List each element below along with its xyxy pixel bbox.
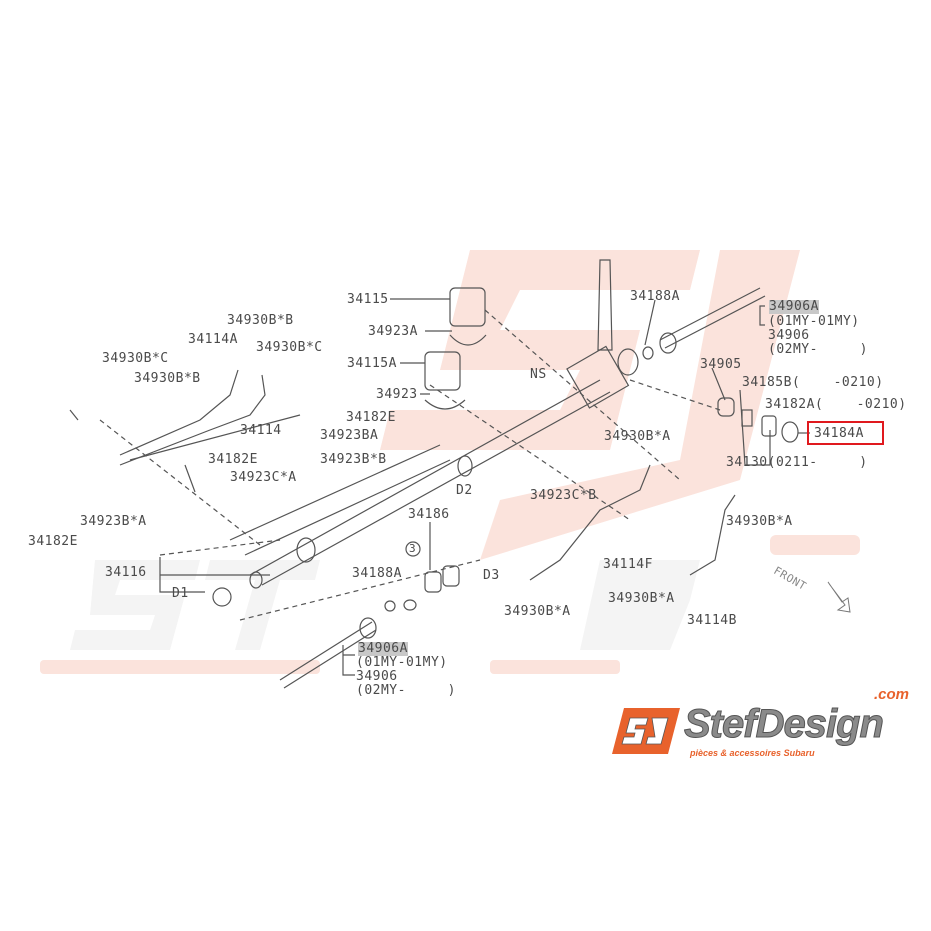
part-label[interactable]: 34182E <box>346 410 396 425</box>
tie-rod-left <box>279 617 377 689</box>
part-label[interactable]: D2 <box>456 483 473 498</box>
part-label[interactable]: 34114 <box>240 423 282 438</box>
part-label[interactable]: 34923C*B <box>530 488 597 503</box>
part-label-highlighted[interactable]: 34906A <box>769 299 819 314</box>
part-label[interactable]: 34182A( -0210) <box>765 397 907 412</box>
part-label[interactable]: 34114F <box>603 557 653 572</box>
part-label[interactable]: 34906 <box>356 669 398 684</box>
part-label[interactable]: 34188A <box>352 566 402 581</box>
stefdesign-logo: StefDesign .com pièces & accessoires Sub… <box>612 687 922 764</box>
sj-logo-mark <box>612 708 680 754</box>
part-label[interactable]: 34115A <box>347 356 397 371</box>
logo-tagline: pièces & accessoires Subaru <box>690 748 815 758</box>
part-label[interactable]: 34930B*B <box>227 313 294 328</box>
rack-housing <box>249 259 639 589</box>
hydraulic-lines <box>69 369 736 581</box>
part-label[interactable]: 34930B*A <box>604 429 671 444</box>
part-label[interactable]: 34930B*A <box>608 591 675 606</box>
watermark-tagline-shape <box>40 535 860 674</box>
part-label[interactable]: 34923 <box>376 387 418 402</box>
part-label-note: (01MY-01MY) <box>356 655 448 670</box>
part-label[interactable]: 34930B*B <box>134 371 201 386</box>
part-label-selected[interactable]: 34184A <box>814 426 864 441</box>
part-label[interactable]: 34114A <box>188 332 238 347</box>
part-label[interactable]: 34923BA <box>320 428 379 443</box>
part-label[interactable]: 34116 <box>105 565 147 580</box>
part-label[interactable]: 34906 <box>768 328 810 343</box>
part-label[interactable]: 34115 <box>347 292 389 307</box>
part-label[interactable]: 34930B*A <box>504 604 571 619</box>
mounts <box>424 287 487 410</box>
callout-number: 3 <box>409 542 417 555</box>
logo-domain: .com <box>874 686 910 703</box>
part-label[interactable]: 34923A <box>368 324 418 339</box>
part-label[interactable]: 34185B( -0210) <box>742 375 884 390</box>
part-label[interactable]: 34114B <box>687 613 737 628</box>
part-label[interactable]: 34923B*B <box>320 452 387 467</box>
part-label[interactable]: 34182E <box>208 452 258 467</box>
part-label[interactable]: 34930B*A <box>726 514 793 529</box>
part-label[interactable]: 34186 <box>408 507 450 522</box>
part-label[interactable]: 34182E <box>28 534 78 549</box>
label-leaders <box>159 298 810 676</box>
part-label[interactable]: D3 <box>483 568 500 583</box>
watermark-brand-shape <box>70 560 700 650</box>
part-label[interactable]: 34923B*A <box>80 514 147 529</box>
part-label[interactable]: 34930B*C <box>102 351 169 366</box>
part-label-note: (01MY-01MY) <box>768 314 860 329</box>
part-label-highlighted[interactable]: 34906A <box>358 641 408 656</box>
leader-dashes <box>99 309 721 621</box>
logo-brand: StefDesign <box>684 702 885 746</box>
part-label-note: (02MY- ) <box>768 342 868 357</box>
part-label-note: (02MY- ) <box>356 683 456 698</box>
part-label[interactable]: 34905 <box>700 357 742 372</box>
part-label[interactable]: 34130(0211- ) <box>726 455 868 470</box>
part-label[interactable]: D1 <box>172 586 189 601</box>
tie-rod-right <box>642 287 766 360</box>
part-label[interactable]: 34188A <box>630 289 680 304</box>
highlight-box <box>807 421 884 445</box>
part-label[interactable]: 34930B*C <box>256 340 323 355</box>
part-label[interactable]: NS <box>530 367 547 382</box>
part-label[interactable]: 34923C*A <box>230 470 297 485</box>
